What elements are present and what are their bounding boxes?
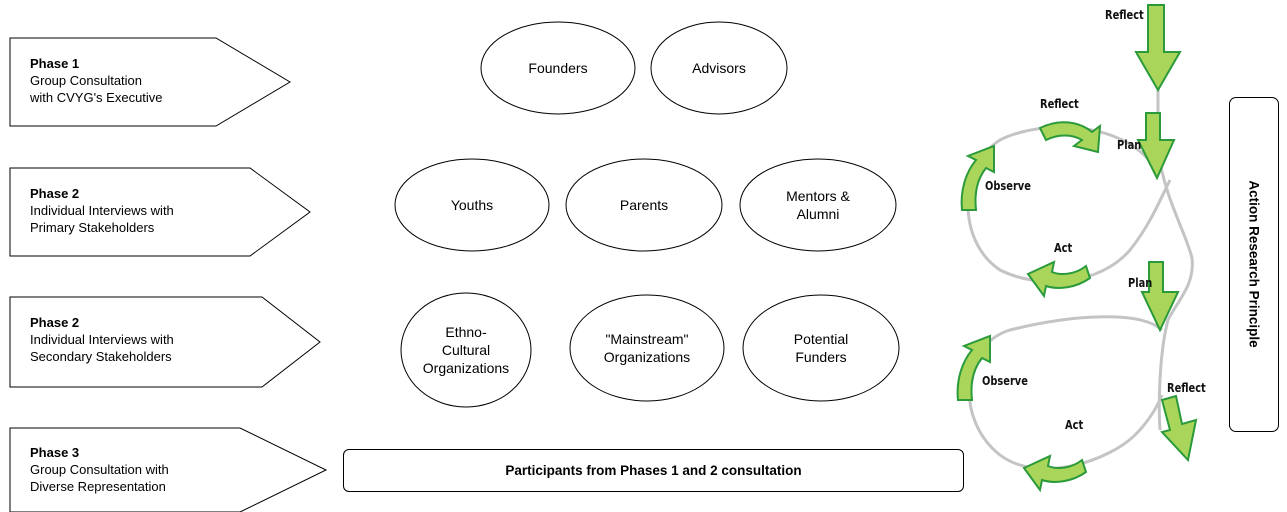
ethno-cultural-ellipse (400, 292, 532, 408)
youths-ellipse (394, 158, 550, 252)
plan-arrow-2-icon (1140, 261, 1180, 333)
cycle-2-observe-label: Observe (982, 374, 1028, 388)
reflect-arrow-icon (1038, 121, 1102, 154)
phase-2-secondary-text: Phase 2 Individual Interviews with Secon… (30, 314, 174, 365)
mentors-alumni-label: Mentors & Alumni (786, 188, 850, 222)
cycle-1-observe-label: Observe (985, 179, 1031, 193)
founders-label: Founders (528, 60, 588, 76)
phase-2-primary-line-2: Primary Stakeholders (30, 220, 155, 235)
phase-1-arrow (9, 37, 291, 127)
phase-2-secondary-arrow (9, 296, 321, 388)
cycle-1-act-label: Act (1054, 241, 1073, 255)
parents-label: Parents (619, 197, 669, 213)
action-research-principle-label: Action Research Principle (1246, 180, 1262, 348)
phase-2-secondary-line-2: Secondary Stakeholders (30, 349, 172, 364)
phase-3-line-1: Group Consultation with (30, 462, 169, 477)
action-research-principle-box (1229, 97, 1279, 432)
advisors-label: Advisors (692, 60, 746, 76)
participants-label: Participants from Phases 1 and 2 consult… (505, 463, 802, 478)
phase-1-text: Phase 1 Group Consultation with CVYG's E… (30, 55, 163, 106)
mainstream-label: "Mainstream" Organizations (603, 331, 691, 365)
cycle-arrows (956, 4, 1198, 493)
reflect-arrow-2-icon (1160, 394, 1198, 463)
plan-arrow-icon (1136, 112, 1176, 181)
phase-3-title: Phase 3 (30, 445, 80, 460)
potential-funders-label: Potential Funders (793, 331, 849, 365)
act-arrow-2-icon (1022, 454, 1088, 493)
phase-1-title: Phase 1 (30, 56, 80, 71)
phase-2-primary-line-1: Individual Interviews with (30, 203, 174, 218)
youths-label: Youths (450, 197, 494, 213)
advisors-ellipse (650, 21, 788, 115)
mainstream-ellipse (569, 294, 725, 402)
phase-3-arrow (9, 427, 328, 512)
founders-ellipse (480, 21, 636, 115)
phase-2-primary-title: Phase 2 (30, 186, 80, 201)
participants-box: Participants from Phases 1 and 2 consult… (343, 449, 964, 492)
cycle-2-act-label: Act (1065, 418, 1084, 432)
phase-2-secondary-title: Phase 2 (30, 315, 80, 330)
parents-ellipse (565, 158, 723, 252)
top-reflect-label: Reflect (1105, 8, 1144, 22)
phase-3-line-2: Diverse Representation (30, 479, 166, 494)
phase-2-primary-arrow (9, 167, 311, 257)
observe-arrow-2-icon (956, 334, 991, 401)
phase-2-primary-text: Phase 2 Individual Interviews with Prima… (30, 185, 174, 236)
ethno-cultural-label: Ethno- Cultural Organizations (422, 324, 510, 376)
act-arrow-icon (1026, 260, 1092, 299)
phase-3-text: Phase 3 Group Consultation with Diverse … (30, 444, 169, 495)
cycle-2-plan-label: Plan (1128, 276, 1153, 290)
phase-1-line-1: Group Consultation (30, 73, 143, 88)
mentors-ellipse (739, 158, 897, 252)
funders-ellipse (742, 294, 900, 402)
cycle-1-reflect-label: Reflect (1040, 97, 1079, 111)
phase-1-line-2: with CVYG's Executive (30, 90, 163, 105)
cycle-1-plan-label: Plan (1117, 138, 1142, 152)
cycle-2-reflect-label: Reflect (1167, 381, 1206, 395)
top-down-arrow-icon (1134, 4, 1182, 92)
observe-arrow-icon (960, 144, 995, 211)
phase-2-secondary-line-1: Individual Interviews with (30, 332, 174, 347)
